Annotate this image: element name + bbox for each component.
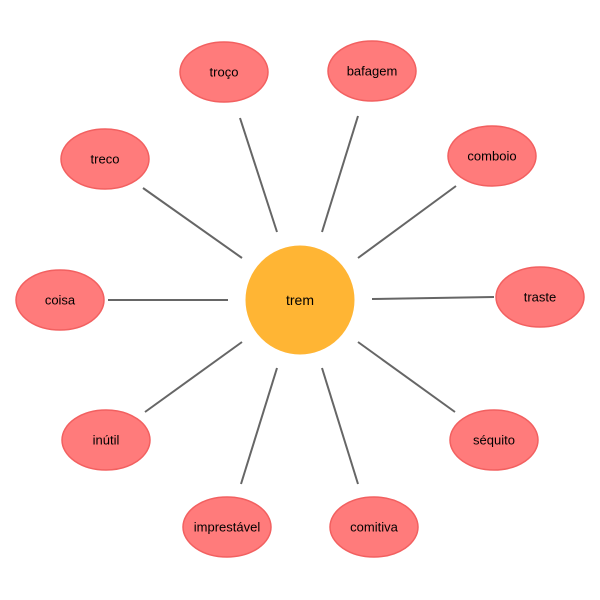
node-coisa[interactable]: coisa [15,269,105,331]
node-label: traste [524,290,557,305]
connector-bafagem [321,115,359,233]
node-ellipse [179,41,269,103]
node-ellipse [329,496,419,558]
connector-comboio [357,185,457,259]
node-label: treco [91,152,120,167]
connector-inutil [144,341,243,413]
node-treco[interactable]: treco [60,128,150,190]
node-imprestavel[interactable]: imprestável [182,496,272,558]
node-label: bafagem [347,64,398,79]
node-label: imprestável [194,520,261,535]
node-ellipse [60,128,150,190]
node-label: inútil [93,433,120,448]
node-sequito[interactable]: séquito [449,409,539,471]
connector-comitiva [321,367,359,485]
center-circle [245,245,355,355]
node-ellipse [182,496,272,558]
node-label: troço [210,65,239,80]
node-ellipse [447,125,537,187]
node-inutil[interactable]: inútil [61,409,151,471]
center-label: trem [286,292,314,308]
center-node[interactable]: trem [245,245,355,355]
node-label: comboio [467,149,516,164]
connectors [108,115,495,485]
node-ellipse [61,409,151,471]
node-label: coisa [45,293,76,308]
node-bafagem[interactable]: bafagem [327,40,417,102]
node-label: séquito [473,433,515,448]
node-comitiva[interactable]: comitiva [329,496,419,558]
node-label: comitiva [350,520,398,535]
node-comboio[interactable]: comboio [447,125,537,187]
connector-troco [239,117,278,233]
node-ellipse [449,409,539,471]
node-traste[interactable]: traste [495,266,585,328]
connector-traste [371,296,495,300]
node-ellipse [495,266,585,328]
node-troco[interactable]: troço [179,41,269,103]
connector-sequito [357,341,456,413]
node-ellipse [15,269,105,331]
connector-imprestavel [240,367,278,485]
connector-treco [142,187,243,259]
node-ellipse [327,40,417,102]
